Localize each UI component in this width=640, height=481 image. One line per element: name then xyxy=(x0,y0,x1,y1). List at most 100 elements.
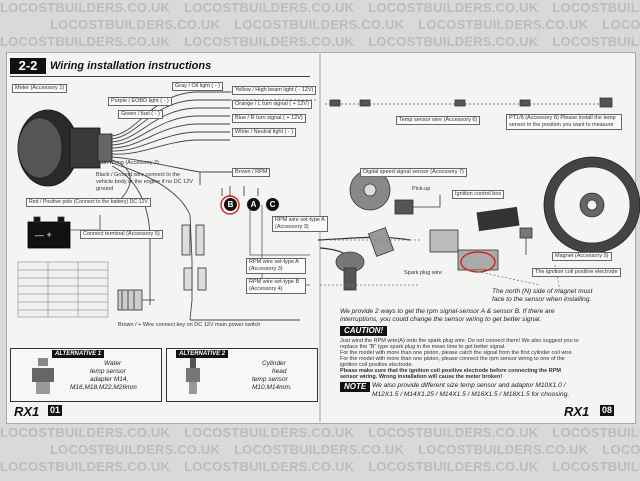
label-brown-rpm: Brown / RPM xyxy=(232,168,271,177)
watermark: LOCOSTBUILDERS.CO.UK xyxy=(184,0,355,15)
label-meter: Meter (Accessory 1) xyxy=(12,84,68,93)
label-rpm-a-top: RPM wire set-type A (Accessory 3) xyxy=(272,216,328,232)
speed-sensor-disc xyxy=(349,169,441,215)
label-ignition-control-box: Ignition control box xyxy=(452,190,505,199)
section-number: 2-2 xyxy=(10,58,46,74)
watermark-row-6: LOCOSTBUILDERS.CO.UK LOCOSTBUILDERS.CO.UK… xyxy=(0,459,640,481)
watermark: LOCOSTBUILDERS.CO.UK xyxy=(234,442,405,457)
logo-right: RX1 xyxy=(564,404,590,419)
label-pickup: Pick-up xyxy=(412,186,431,192)
ignition-control-box xyxy=(476,206,520,232)
label-coil-positive: The ignition coil positive electrode xyxy=(532,268,621,277)
section-title: Wiring installation instructions xyxy=(50,60,212,72)
alt2-line-4: M10,M14mm. xyxy=(252,384,292,391)
watermark-row-5: LOCOSTBUILDERS.CO.UK LOCOSTBUILDERS.CO.UK… xyxy=(0,442,640,464)
watermark: LOCOSTBUILDERS.CO.UK xyxy=(0,34,171,49)
label-connect-terminal: Connect terminal (Accessory 5) xyxy=(80,230,163,239)
provide-note-1: We provide 2 ways to get the rpm signal-… xyxy=(340,308,555,315)
watermark: LOCOSTBUILDERS.CO.UK xyxy=(368,0,539,15)
label-rpm-b: RPM wire set-type B (Accessory 4) xyxy=(246,278,306,294)
watermark-row-1: LOCOSTBUILDERS.CO.UK LOCOSTBUILDERS.CO.UK… xyxy=(0,0,640,22)
temp-connectors xyxy=(329,97,613,108)
label-temp-sensor-wire: Temp sensor wire (Accessory 6) xyxy=(396,116,481,125)
battery: — + xyxy=(27,216,71,249)
ignition-coil xyxy=(429,229,499,273)
label-black-ground: Black / Ground wire connect to the vehic… xyxy=(96,172,193,192)
sprocket xyxy=(543,156,640,254)
watermark: LOCOSTBUILDERS.CO.UK xyxy=(602,17,640,32)
watermark: LOCOSTBUILDERS.CO.UK xyxy=(50,17,221,32)
north-note-2: face to the sensor when installing. xyxy=(492,296,592,303)
watermark: LOCOSTBUILDERS.CO.UK xyxy=(418,17,589,32)
label-white-wire: White / Neutral light ( - ) xyxy=(232,128,297,137)
spark-plug-cap xyxy=(335,227,395,291)
label-magnet: Magnet (Accessory 9) xyxy=(552,252,612,261)
alt1-line-1: Water xyxy=(104,360,122,367)
note-line-1: We also provide different size temp sens… xyxy=(372,382,566,389)
page-fold xyxy=(319,52,321,422)
label-pt18: PT1/8 (Accessory 8) Please install the t… xyxy=(506,114,622,130)
watermark: LOCOSTBUILDERS.CO.UK xyxy=(552,0,640,15)
alt2-line-1: Cylinder xyxy=(262,360,286,367)
label-orange-wire: Orange / L turn signal ( + 12V) xyxy=(232,100,312,109)
label-green-wire: Green / fuel ( - ) xyxy=(118,110,163,119)
watermark-row-3: LOCOSTBUILDERS.CO.UK LOCOSTBUILDERS.CO.UK… xyxy=(0,34,640,56)
rpm-connectors xyxy=(220,186,259,215)
watermark: LOCOSTBUILDERS.CO.UK xyxy=(418,442,589,457)
caution-line-5: ignition coil positive electrode. xyxy=(340,362,414,368)
water-temp-sensor-icon xyxy=(32,358,54,394)
watermark: LOCOSTBUILDERS.CO.UK xyxy=(0,0,171,15)
svg-text:— +: — + xyxy=(35,230,52,240)
alternative-1-title: ALTERNATIVE 1 xyxy=(52,350,105,358)
caution-line-4: For the model with more than one piston,… xyxy=(340,356,565,362)
alt2-line-2: head xyxy=(272,368,287,375)
watermark: LOCOSTBUILDERS.CO.UK xyxy=(552,34,640,49)
alt1-line-4: M16,M18,M22,M26mm xyxy=(70,384,137,391)
magnet-sensor xyxy=(519,227,533,255)
note-label: NOTE xyxy=(340,382,371,392)
label-digital-speed-sensor: Digital speed signal sensor (Accessory 7… xyxy=(360,168,467,177)
watermark: LOCOSTBUILDERS.CO.UK xyxy=(0,459,171,474)
header-rule xyxy=(10,76,310,77)
provide-note-2: interruptions, you could change the sens… xyxy=(340,316,542,323)
north-note-1: The north (N) side of magnet must xyxy=(492,288,593,295)
terminal-connector xyxy=(181,224,207,291)
watermark: LOCOSTBUILDERS.CO.UK xyxy=(184,425,355,440)
label-gray-wire: Gray / Oil light ( - ) xyxy=(172,82,223,91)
watermark: LOCOSTBUILDERS.CO.UK xyxy=(50,442,221,457)
label-purple-wire: Purple / EOBD light ( - ) xyxy=(108,97,172,106)
watermark: LOCOSTBUILDERS.CO.UK xyxy=(368,425,539,440)
watermark: LOCOSTBUILDERS.CO.UK xyxy=(184,459,355,474)
label-blue-wire: Blue / R turn signal ( + 12V) xyxy=(232,114,306,123)
watermark: LOCOSTBUILDERS.CO.UK xyxy=(368,459,539,474)
page-number-left: 01 xyxy=(48,405,63,416)
page-number-right: 08 xyxy=(600,405,615,416)
label-spark-plug-wire: Spark plug wire xyxy=(404,270,442,276)
spark-plug-wire xyxy=(317,236,411,276)
connector-b: B xyxy=(224,198,237,211)
alt1-line-2: temp sensor xyxy=(90,368,126,375)
watermark-row-2: LOCOSTBUILDERS.CO.UK LOCOSTBUILDERS.CO.UK… xyxy=(0,17,640,39)
watermark: LOCOSTBUILDERS.CO.UK xyxy=(184,34,355,49)
connector-c: C xyxy=(266,198,279,211)
alt1-line-3: adapter M14, xyxy=(90,376,129,383)
watermark: LOCOSTBUILDERS.CO.UK xyxy=(368,34,539,49)
label-yellow-wire: Yellow / High beam light ( - 12V) xyxy=(232,86,317,95)
spec-table xyxy=(17,261,109,318)
label-main-wiring: Main wiring (Accessory 2) xyxy=(96,160,159,166)
key-switch-plug xyxy=(117,289,155,311)
label-red-wire: Red / Positive pole (Connect to the batt… xyxy=(26,198,151,207)
caution-line-2: replace the "B" type spark plug in the m… xyxy=(340,344,506,350)
connector-a: A xyxy=(247,198,260,211)
alt2-line-3: temp sensor xyxy=(252,376,288,383)
meter-body xyxy=(17,109,113,187)
watermark: LOCOSTBUILDERS.CO.UK xyxy=(552,425,640,440)
label-rpm-a: RPM wire set-type A (Accessory 3) xyxy=(246,258,306,274)
caution-line-6: Please make sure that the ignition coil … xyxy=(340,368,561,374)
caution-line-3: For the model with more than one piston,… xyxy=(340,350,573,356)
watermark: LOCOSTBUILDERS.CO.UK xyxy=(0,425,171,440)
watermark: LOCOSTBUILDERS.CO.UK xyxy=(602,442,640,457)
watermark: LOCOSTBUILDERS.CO.UK xyxy=(552,459,640,474)
watermark-row-4: LOCOSTBUILDERS.CO.UK LOCOSTBUILDERS.CO.UK… xyxy=(0,425,640,447)
